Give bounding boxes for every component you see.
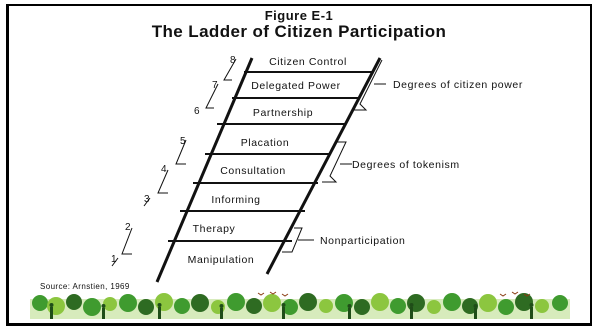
bracket-tokenism (322, 141, 352, 183)
rung-label-4: Consultation (220, 165, 286, 177)
rung-number-4: 4 (161, 164, 167, 175)
figure-title: The Ladder of Citizen Participation (151, 22, 447, 41)
figure-frame (6, 4, 592, 326)
rung-label-3: Informing (211, 194, 260, 206)
group-label-citizen-power: Degrees of citizen power (393, 79, 523, 91)
group-label-nonparticipation: Nonparticipation (320, 235, 405, 247)
people-silhouettes (49, 303, 534, 319)
crowd-illustration (30, 291, 570, 319)
rung-label-6: Partnership (253, 107, 313, 119)
rung-number-2: 2 (125, 222, 131, 233)
group-label-tokenism: Degrees of tokenism (352, 159, 460, 171)
rung-number-5: 5 (180, 136, 186, 147)
ladder-left-rail (155, 57, 254, 283)
ladder-rungs (168, 71, 372, 242)
bracket-nonparticipation (282, 227, 314, 253)
rung-label-1: Manipulation (188, 254, 255, 266)
foliage-band (30, 293, 570, 319)
rung-number-8: 8 (230, 55, 236, 66)
rung-number-7: 7 (212, 80, 218, 91)
ladder-right-rail (265, 57, 382, 275)
rung-number-1: 1 (111, 254, 117, 265)
rung-label-5: Placation (241, 137, 290, 149)
rung-label-7: Delegated Power (251, 80, 341, 92)
birds (257, 291, 531, 297)
bracket-citizen-power (352, 59, 386, 111)
rung-number-6: 6 (194, 106, 200, 117)
rung-label-2: Therapy (193, 223, 236, 235)
figure-label: Figure E-1 (264, 8, 334, 23)
group-brackets (282, 59, 386, 253)
rung-label-8: Citizen Control (269, 56, 347, 68)
source-citation: Source: Arnstien, 1969 (40, 282, 130, 291)
rung-number-3: 3 (144, 194, 150, 205)
left-brackets (111, 58, 237, 267)
